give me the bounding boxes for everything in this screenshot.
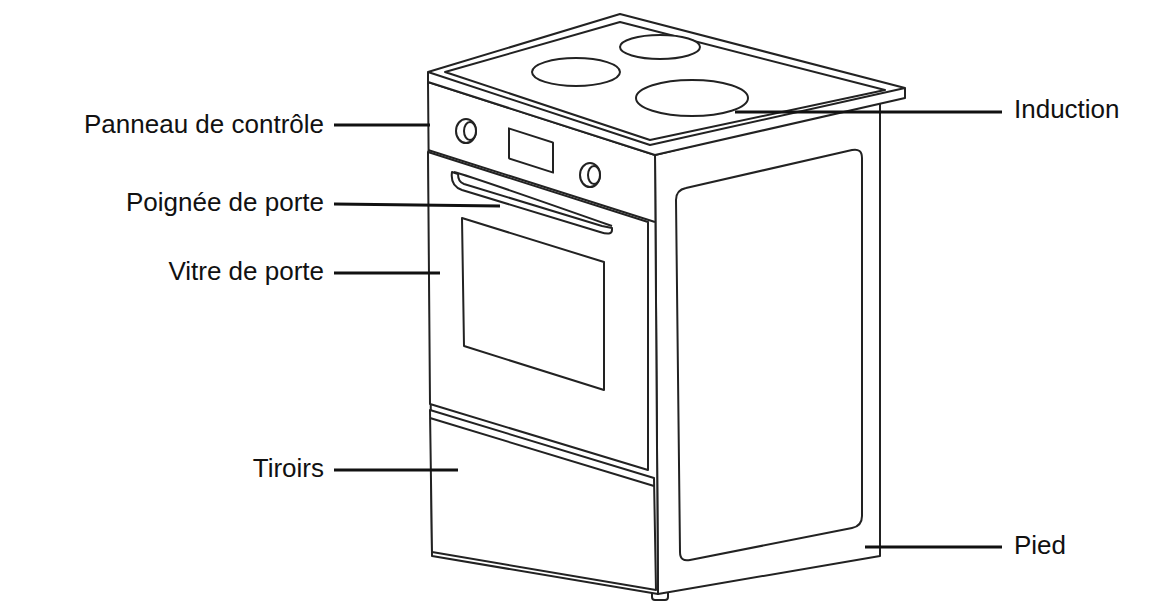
leader-line (865, 546, 1002, 549)
hob-top (428, 14, 905, 155)
induction-zone (532, 58, 620, 86)
door-handle (452, 172, 612, 234)
leader-line (334, 272, 440, 275)
leader-line (334, 469, 458, 472)
part-label: Vitre de porte (168, 257, 324, 287)
door-handle-top (454, 172, 612, 226)
door-glass (462, 218, 604, 390)
drawer (430, 410, 656, 590)
part-label: Pied (1014, 531, 1066, 561)
side-panel (655, 100, 880, 594)
part-label: Panneau de contrôle (84, 110, 324, 140)
knob-cap (464, 122, 476, 140)
part-label: Poignée de porte (126, 188, 324, 218)
knob-cap (588, 166, 600, 184)
knob (456, 119, 476, 143)
hob-glass (445, 22, 885, 140)
leader-line (334, 204, 500, 206)
leader-line (735, 111, 1002, 114)
induction-zone (636, 80, 748, 116)
induction-zone (620, 35, 700, 59)
knob (580, 163, 600, 187)
front-face (428, 82, 658, 594)
part-label: Tiroirs (253, 454, 324, 484)
side-inner-panel (676, 150, 862, 561)
part-label: Induction (1014, 95, 1120, 125)
leader-line (334, 124, 430, 127)
drawer-edge (430, 418, 654, 486)
display (509, 128, 553, 172)
